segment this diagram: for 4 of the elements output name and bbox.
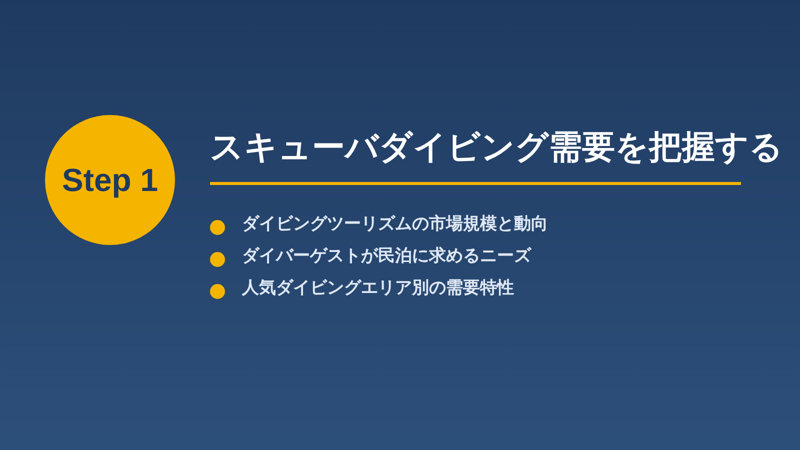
bullet-text: ダイバーゲストが民泊に求めるニーズ	[242, 245, 531, 267]
title: スキューバダイビング需要を把握する	[210, 126, 783, 168]
bullet-text: 人気ダイビングエリア別の需要特性	[242, 277, 514, 299]
bullet-text: ダイビングツーリズムの市場規模と動向	[242, 213, 548, 235]
